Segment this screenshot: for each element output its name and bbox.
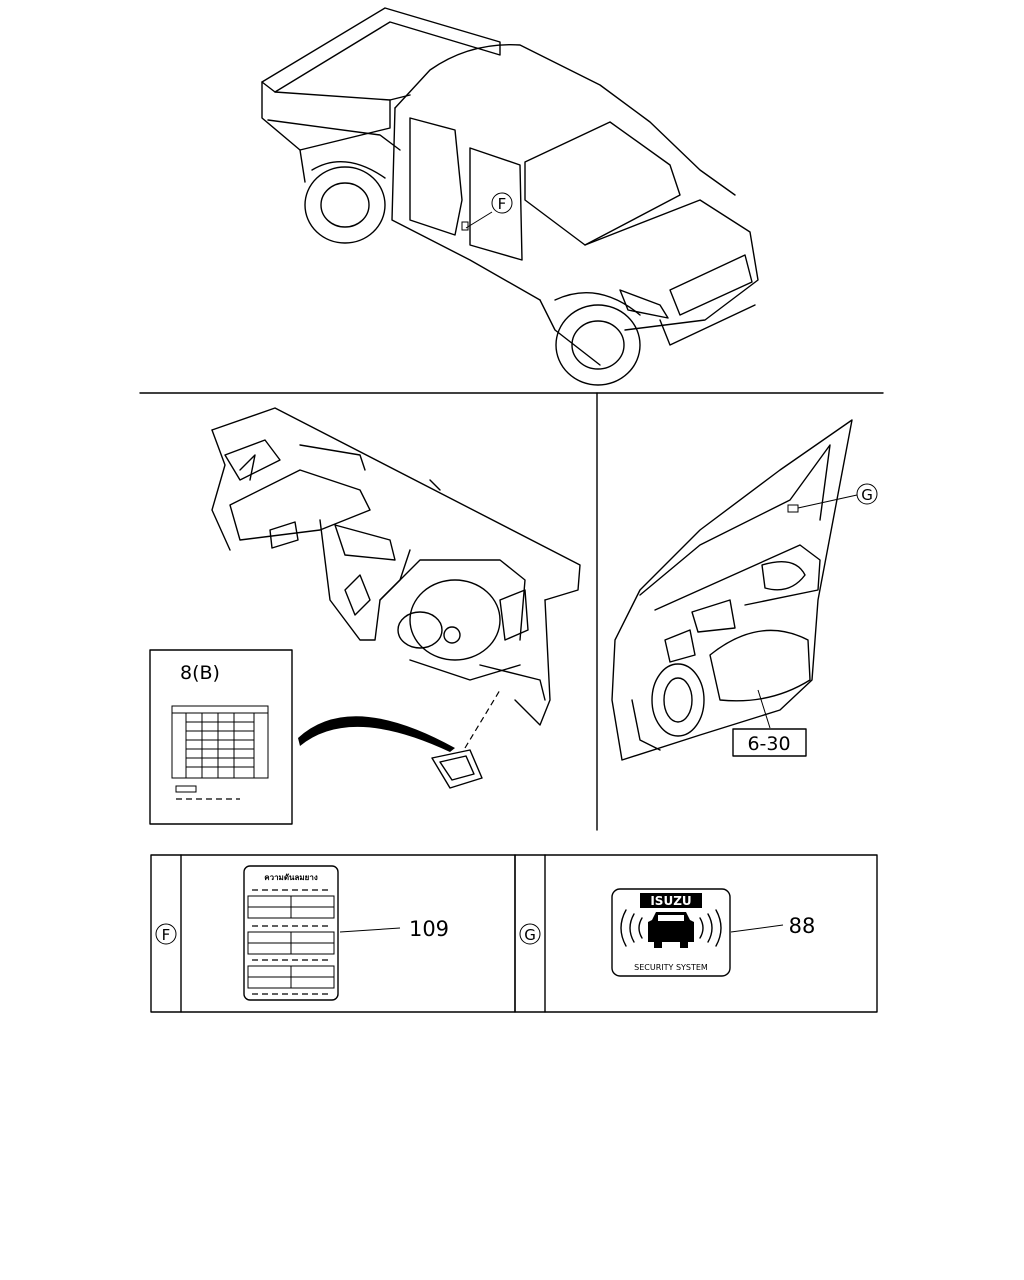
panel-g-marker: G (524, 926, 536, 944)
detail-panel-g: G ISUZU SECURITY SYSTEM 88 (514, 854, 878, 1013)
panel-f-marker: F (162, 926, 171, 944)
truck-illustration (261, 7, 759, 386)
part-number-109: 109 (409, 917, 449, 941)
callout-g-door-label: G (861, 486, 873, 504)
security-brand-label: ISUZU (650, 894, 691, 908)
fuse-ref-label: 8(B) (180, 662, 220, 684)
callout-f-truck-label: F (498, 195, 507, 213)
door-ref-label: 6-30 (747, 733, 790, 755)
part-number-88: 88 (789, 914, 816, 938)
tire-label-title: ความดันลมยาง (264, 873, 318, 882)
fuse-label-inset: 8(B) (149, 649, 293, 825)
tire-pressure-label-image (243, 865, 339, 1001)
security-sticker-image (611, 888, 731, 977)
callout-g-door: G (856, 483, 878, 505)
detail-panel-f: F ความดันลมยาง 109 (150, 854, 516, 1013)
security-caption-label: SECURITY SYSTEM (634, 963, 708, 972)
dashboard-illustration (211, 407, 581, 789)
door-illustration (611, 419, 858, 761)
door-ref-box: 6-30 (732, 728, 807, 757)
callout-f-truck: F (491, 192, 513, 214)
